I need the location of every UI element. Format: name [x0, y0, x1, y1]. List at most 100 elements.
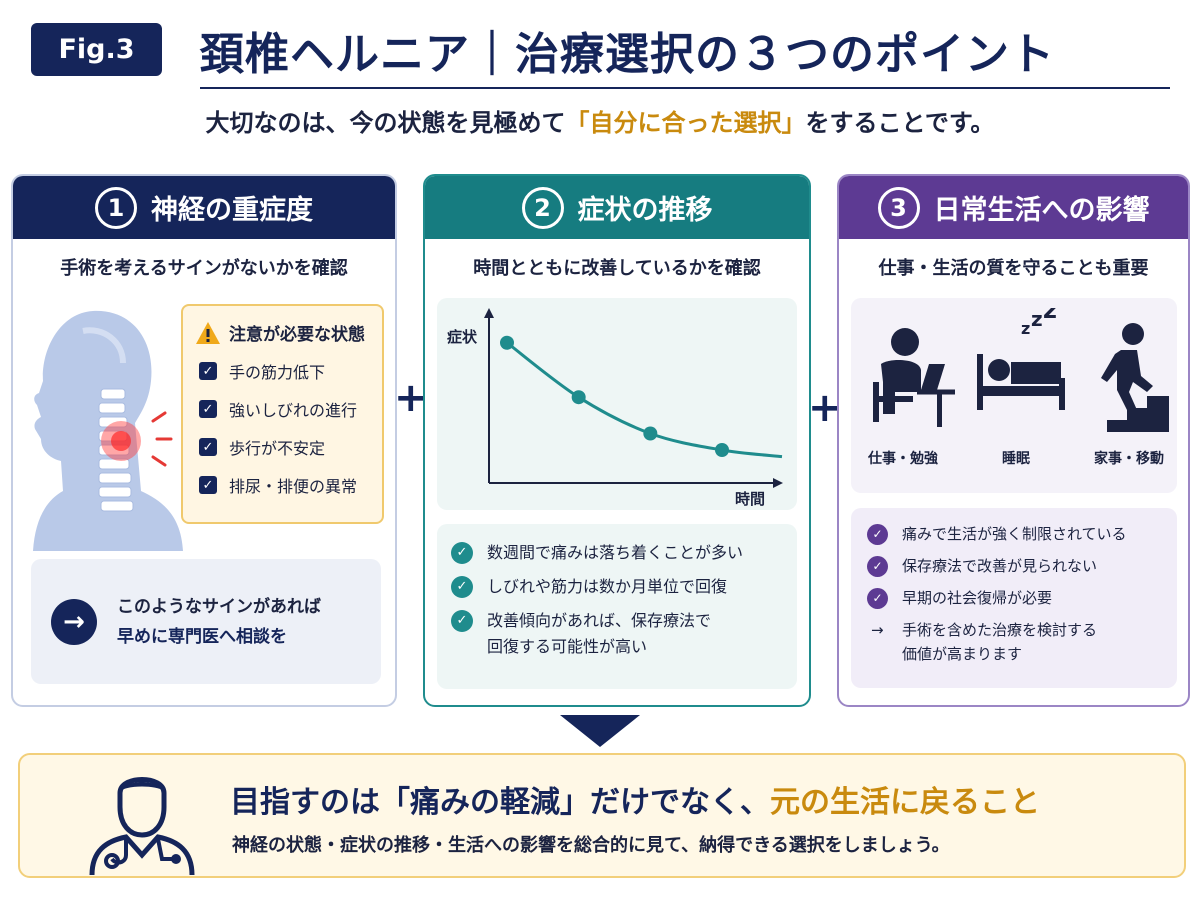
chart-container: 症状 時間	[437, 298, 797, 510]
conclusion-box: 目指すのは「痛みの軽減」だけでなく、元の生活に戻ること 神経の状態・症状の推移・…	[18, 753, 1186, 878]
list-item-text: 数週間で痛みは落ち着くことが多い	[487, 543, 744, 562]
sleep-icon: z z z	[977, 308, 1065, 410]
y-axis-label: 症状	[447, 328, 478, 346]
panel-number: 3	[877, 186, 920, 229]
list-item-text: 保存療法で改善が見られない	[902, 557, 1098, 575]
check-circle-icon: ✓	[867, 523, 888, 545]
check-circle-icon: ✓	[867, 587, 888, 609]
subtitle-pre: 大切なのは、今の状態を見極めて	[205, 109, 566, 137]
conclusion-line: 価値が高まります	[902, 645, 1023, 663]
panel-subtitle: 仕事・生活の質を守ることも重要	[878, 258, 1149, 279]
check-circle-icon: ✓	[451, 542, 473, 564]
svg-text:z: z	[1031, 308, 1043, 331]
warning-item: ✓ 強いしびれの進行	[195, 397, 370, 421]
check-circle-icon: ✓	[451, 576, 473, 598]
check-circle-icon: ✓	[451, 610, 473, 632]
symptom-trend-chart: 症状 時間	[447, 308, 783, 508]
icon-label-chores: 家事・移動	[1094, 451, 1164, 467]
y-axis-arrow	[484, 308, 494, 318]
panel-daily-life-impact: 3 日常生活への影響 仕事・生活の質を守ることも重要 z z z	[837, 174, 1190, 707]
conclusion-line: 手術を含めた治療を検討する	[902, 621, 1098, 639]
plus-sign: +	[394, 375, 428, 421]
arrow-right-icon: →	[51, 598, 97, 645]
arrow-right-icon: →	[871, 621, 884, 639]
x-axis-arrow	[773, 478, 783, 488]
page-subtitle: 大切なのは、今の状態を見極めて「自分に合った選択」をすることです。	[0, 103, 1200, 138]
list-item-line: 改善傾向があれば、保存療法で	[487, 611, 712, 630]
conclusion-heading-highlight: 元の生活に戻ること	[770, 785, 1040, 820]
warning-item-text: 歩行が不安定	[229, 439, 326, 458]
conclusion-note: → 手術を含めた治療を検討する価値が高まります	[863, 618, 1165, 666]
warning-title: 注意が必要な状態	[195, 320, 370, 345]
stairs-walking-icon	[1101, 323, 1169, 432]
neck-spine-icon	[33, 310, 183, 551]
warning-icon	[196, 321, 220, 344]
checkbox-icon: ✓	[199, 400, 217, 418]
panel-subtitle: 手術を考えるサインがないかを確認	[60, 258, 348, 279]
title-underline	[200, 87, 1170, 89]
subtitle-highlight: 「自分に合った選択」	[565, 109, 806, 137]
list-item-text: 早期の社会復帰が必要	[902, 589, 1053, 607]
conclusion-text: 手術を含めた治療を検討する価値が高まります	[902, 618, 1097, 666]
list-item-text: 痛みで生活が強く制限されている	[902, 525, 1127, 543]
page-title: 頚椎ヘルニア｜治療選択の３つのポイント	[200, 29, 1055, 80]
check-list: ✓ 痛みで生活が強く制限されている ✓ 保存療法で改善が見られない ✓ 早期の社会復帰…	[851, 508, 1177, 688]
check-list: ✓ 数週間で痛みは落ち着くことが多い ✓ しびれや筋力は数か月単位で回復 ✓ 改善傾向…	[437, 524, 797, 689]
warning-title-text: 注意が必要な状態	[229, 325, 365, 345]
list-item: ✓ 改善傾向があれば、保存療法で回復する可能性が高い	[451, 608, 783, 660]
checkbox-icon: ✓	[199, 438, 217, 456]
list-item-line: 回復する可能性が高い	[487, 637, 648, 656]
panel-number: 1	[95, 186, 137, 229]
trend-line	[506, 341, 783, 459]
list-item: ✓ しびれや筋力は数か月単位で回復	[451, 574, 783, 600]
desk-work-icon	[873, 328, 955, 427]
conclusion-heading-pre: 目指すのは「痛みの軽減」だけでなく、	[230, 785, 770, 820]
panel-header: 1 神経の重症度	[13, 176, 395, 239]
data-point	[643, 426, 658, 441]
svg-text:z: z	[1021, 319, 1030, 338]
subtitle-post: をすることです。	[805, 109, 995, 137]
panel-title: 神経の重症度	[151, 195, 313, 226]
panel-nerve-severity: 1 神経の重症度 手術を考えるサインがないかを確認	[11, 174, 397, 707]
icon-label-sleep: 睡眠	[1002, 451, 1030, 467]
warning-item: ✓ 排尿・排便の異常	[195, 473, 370, 497]
warning-item: ✓ 歩行が不安定	[195, 435, 370, 459]
list-item: ✓ 数週間で痛みは落ち着くことが多い	[451, 540, 783, 566]
panel-symptom-progress: 2 症状の推移 時間とともに改善しているかを確認 症状 時間 ✓ 数週間で痛みは落…	[423, 174, 811, 707]
list-item: ✓ 早期の社会復帰が必要	[863, 586, 1165, 610]
data-point	[715, 443, 729, 457]
down-arrow-icon	[560, 715, 640, 747]
life-icons: z z z 仕事・勉強 睡眠 家事・移動	[851, 298, 1177, 493]
advice-line-1: このようなサインがあれば	[117, 596, 321, 617]
panel-header: 3 日常生活への影響	[839, 176, 1188, 239]
panel-title: 日常生活への影響	[933, 195, 1150, 226]
list-item-text: 改善傾向があれば、保存療法で回復する可能性が高い	[487, 608, 711, 660]
panel-subtitle: 時間とともに改善しているかを確認	[473, 258, 761, 279]
warning-item-text: 排尿・排便の異常	[229, 477, 358, 496]
list-item: ✓ 保存療法で改善が見られない	[863, 554, 1165, 578]
icon-label-work: 仕事・勉強	[868, 451, 938, 467]
list-item-text: しびれや筋力は数か月単位で回復	[487, 577, 728, 596]
data-point	[571, 390, 586, 405]
plus-sign: +	[808, 385, 842, 431]
conclusion-subtext: 神経の状態・症状の推移・生活への影響を総合的に見て、納得できる選択をしましょう。	[232, 835, 950, 856]
warning-item-text: 手の筋力低下	[229, 363, 326, 382]
advice-box: → このようなサインがあれば 早めに専門医へ相談を	[31, 559, 381, 684]
check-circle-icon: ✓	[867, 555, 888, 577]
figure-badge: Fig.3	[31, 23, 162, 76]
data-point	[500, 335, 514, 350]
warning-box: 注意が必要な状態 ✓ 手の筋力低下 ✓ 強いしびれの進行 ✓ 歩行が不安定 ✓ 排尿・排…	[181, 304, 384, 524]
conclusion-heading: 目指すのは「痛みの軽減」だけでなく、元の生活に戻ること	[230, 777, 1040, 821]
svg-text:z: z	[1043, 308, 1057, 324]
x-axis-label: 時間	[735, 490, 765, 508]
panel-number: 2	[521, 186, 564, 229]
panel-header: 2 症状の推移	[425, 176, 809, 239]
checkbox-icon: ✓	[199, 362, 217, 380]
advice-line-2: 早めに専門医へ相談を	[117, 626, 287, 647]
checkbox-icon: ✓	[199, 476, 217, 494]
advice-text: このようなサインがあれば 早めに専門医へ相談を	[117, 592, 321, 652]
panel-title: 症状の推移	[577, 195, 713, 226]
warning-item-text: 強いしびれの進行	[229, 401, 358, 420]
doctor-icon	[89, 777, 195, 875]
list-item: ✓ 痛みで生活が強く制限されている	[863, 522, 1165, 546]
